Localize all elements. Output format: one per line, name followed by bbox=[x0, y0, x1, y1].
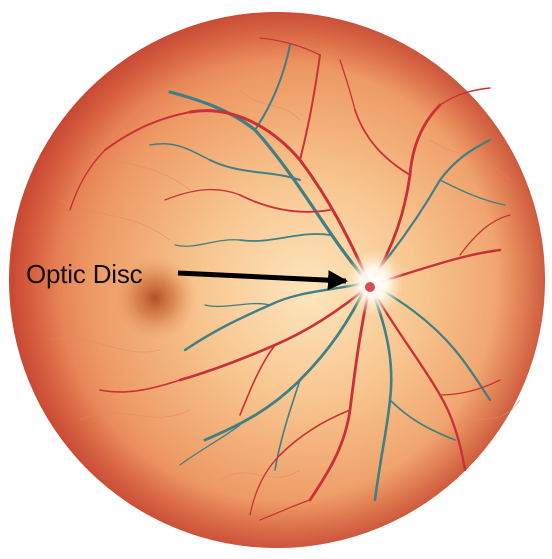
optic-disc-label: Optic Disc bbox=[26, 259, 142, 289]
optic-disc-vessel-origin bbox=[365, 282, 375, 292]
optic-disc bbox=[344, 249, 404, 317]
